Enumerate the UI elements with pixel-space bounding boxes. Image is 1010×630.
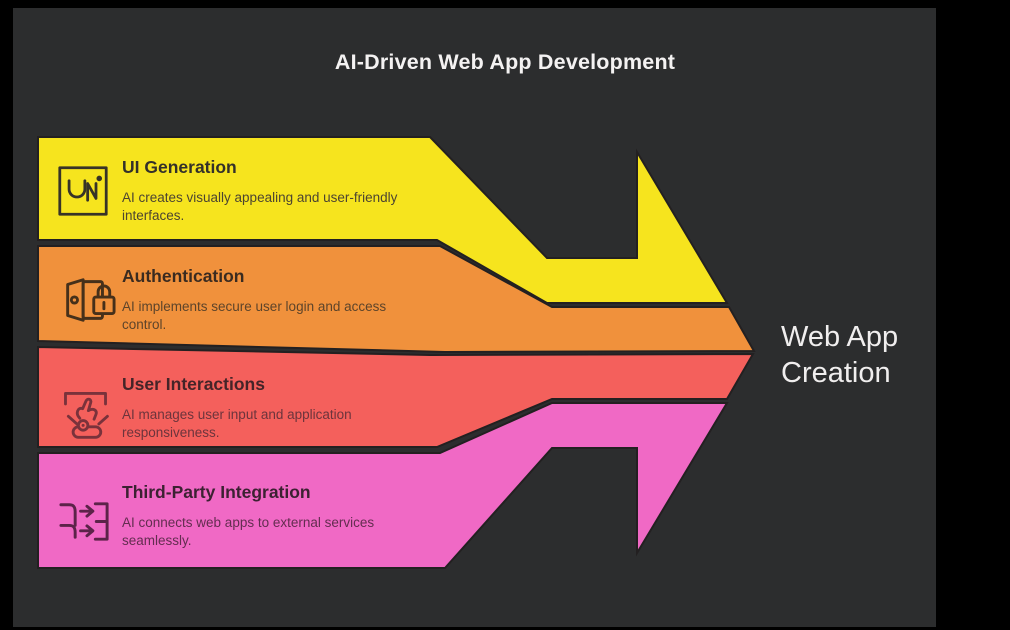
band-title: User Interactions — [122, 374, 265, 394]
band-block-authentication: Authentication AI implements secure user… — [122, 265, 456, 334]
band-block-user-interactions: User Interactions AI manages user input … — [122, 373, 456, 442]
tap-interaction-icon — [55, 382, 116, 443]
page-title: AI-Driven Web App Development — [334, 50, 676, 74]
band-title: Authentication — [122, 266, 245, 286]
door-lock-icon — [58, 271, 116, 329]
integration-arrows-icon — [56, 492, 113, 549]
band-block-third-party-integration: Third-Party Integration AI connects web … — [122, 481, 456, 550]
band-description: AI creates visually appealing and user-f… — [122, 190, 398, 223]
result-label: Web App Creation — [781, 321, 899, 389]
funnel-band-shape-yellow — [37, 136, 729, 304]
band-title: Third-Party Integration — [122, 482, 311, 502]
funnel-band-shape-coral — [37, 345, 755, 448]
ui-generation-icon — [57, 165, 109, 217]
band-title: UI Generation — [122, 157, 237, 177]
funnel-band-shape-pink — [37, 402, 729, 569]
funnel-band-shape-orange — [37, 245, 756, 354]
band-description: AI connects web apps to external service… — [122, 515, 375, 548]
band-block-ui-generation: UI Generation AI creates visually appeal… — [122, 156, 456, 225]
band-description: AI implements secure user login and acce… — [122, 299, 387, 332]
band-description: AI manages user input and application re… — [122, 407, 352, 440]
